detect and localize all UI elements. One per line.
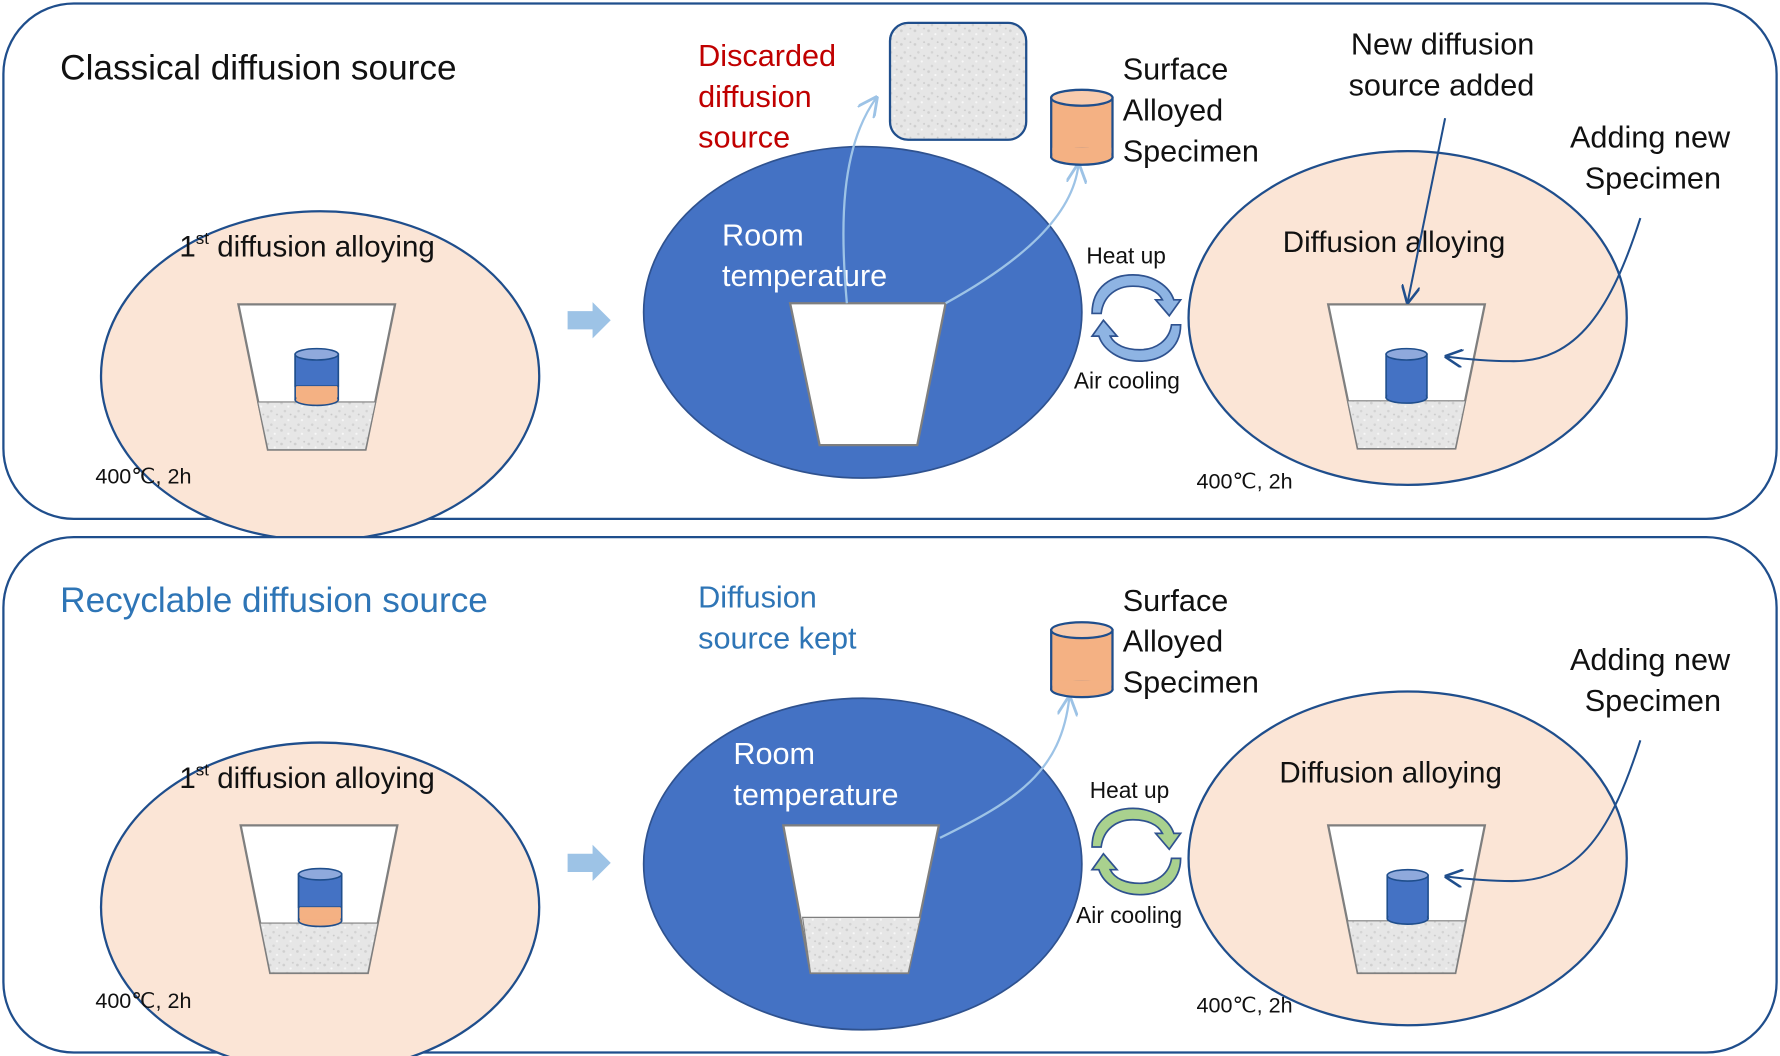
surface-alloyed-specimen-icon <box>1050 88 1114 166</box>
room-label-line1: Room <box>733 737 815 771</box>
new-specimen-line2: Specimen <box>1585 684 1721 718</box>
powder-source <box>256 401 377 451</box>
kept-line2: source kept <box>698 621 857 655</box>
new-specimen-line1: Adding new <box>1570 643 1731 677</box>
specimen-cylinder-coated <box>297 867 343 928</box>
stage-first-alloying: 1st diffusion alloying 400℃, 2h <box>95 210 541 542</box>
stage-label: 1st diffusion alloying <box>179 229 434 263</box>
surface-alloyed-specimen-icon <box>1050 621 1114 699</box>
panel-recyclable: Recyclable diffusion source 1st diffusio… <box>2 535 1778 1056</box>
condition-label: 400℃, 2h <box>95 988 191 1013</box>
specimen-cylinder-coated <box>294 347 340 407</box>
panel-title: Recyclable diffusion source <box>60 581 488 620</box>
heat-cool-cycle-icon: Heat up Air cooling <box>1076 777 1183 928</box>
crucible <box>1326 303 1487 450</box>
product-line2: Alloyed <box>1123 625 1224 659</box>
product-line3: Specimen <box>1123 134 1259 168</box>
panel-classical: Classical diffusion source 1st diffusion… <box>2 2 1778 542</box>
powder-source <box>1346 920 1467 974</box>
heat-up-label: Heat up <box>1086 242 1165 268</box>
new-source-line1: New diffusion <box>1351 28 1534 62</box>
kept-line1: Diffusion <box>698 580 817 614</box>
air-cooling-label: Air cooling <box>1074 367 1180 393</box>
room-label-line1: Room <box>722 218 804 252</box>
crucible <box>237 303 397 451</box>
specimen-cylinder-new <box>1385 347 1428 404</box>
condition-label: 400℃, 2h <box>95 464 191 489</box>
new-specimen-arrow <box>1446 739 1642 881</box>
heat-cool-cycle-icon: Heat up Air cooling <box>1074 242 1183 393</box>
condition-label: 400℃, 2h <box>1197 993 1293 1018</box>
powder-source <box>259 922 379 974</box>
heat-up-label: Heat up <box>1090 777 1169 803</box>
discarded-line2: diffusion <box>698 80 812 114</box>
stage-room-temperature: Room temperature <box>642 98 1082 479</box>
stage-label: 1st diffusion alloying <box>179 760 434 794</box>
air-cooling-label: Air cooling <box>1076 902 1182 928</box>
block-arrow-right-icon <box>567 302 611 339</box>
panel-title: Classical diffusion source <box>60 49 456 88</box>
product-line1: Surface <box>1123 53 1229 87</box>
discarded-line1: Discarded <box>698 39 836 73</box>
specimen-cylinder-new <box>1386 868 1429 925</box>
crucible <box>239 824 399 975</box>
product-arrow <box>939 697 1069 839</box>
stage-first-alloying: 1st diffusion alloying 400℃, 2h <box>95 741 541 1056</box>
crucible <box>1326 824 1487 975</box>
new-source-arrow <box>1408 117 1447 302</box>
stage-diffusion-alloying: Diffusion alloying 400℃, 2h <box>1187 690 1628 1027</box>
stage-label: Diffusion alloying <box>1279 756 1501 789</box>
stage-label: Diffusion alloying <box>1283 226 1505 259</box>
product-line2: Alloyed <box>1123 93 1224 127</box>
powder-source <box>1346 400 1467 450</box>
discarded-line3: source <box>698 121 790 155</box>
discard-arrow <box>842 98 876 304</box>
product-line1: Surface <box>1123 584 1229 618</box>
stage-diffusion-alloying: Diffusion alloying 400℃, 2h <box>1187 149 1628 493</box>
discarded-powder-box <box>888 21 1028 141</box>
condition-label: 400℃, 2h <box>1197 468 1293 493</box>
block-arrow-right-icon <box>567 844 611 882</box>
room-label-line2: temperature <box>722 259 887 293</box>
new-source-line2: source added <box>1349 68 1535 102</box>
new-specimen-arrow <box>1446 217 1642 361</box>
powder-source <box>801 916 922 974</box>
empty-crucible <box>788 302 948 447</box>
product-line3: Specimen <box>1123 666 1259 700</box>
new-specimen-line2: Specimen <box>1585 162 1721 196</box>
room-label-line2: temperature <box>733 778 898 812</box>
stage-room-temperature: Room temperature <box>642 697 1083 1031</box>
product-arrow <box>945 165 1079 305</box>
new-specimen-line1: Adding new <box>1570 121 1731 155</box>
crucible-with-kept-source <box>781 824 941 975</box>
